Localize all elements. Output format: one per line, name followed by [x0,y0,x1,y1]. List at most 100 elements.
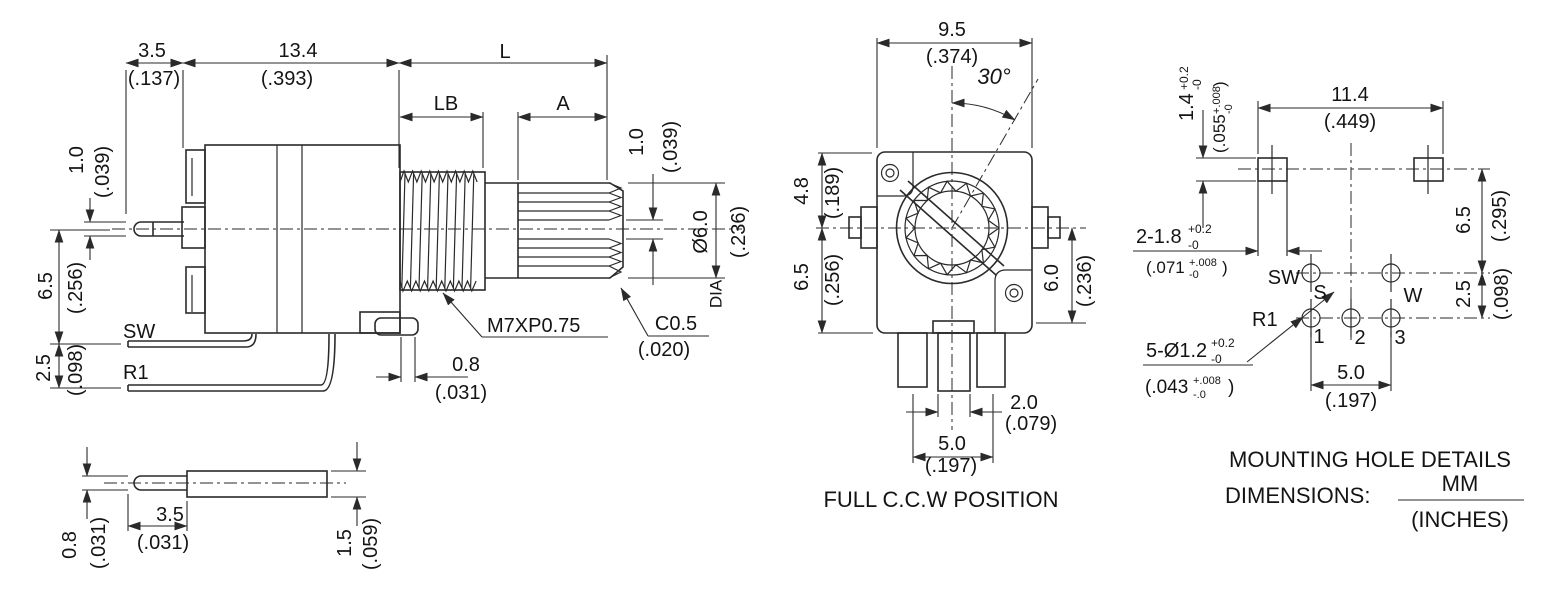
rear-tab-top [185,149,206,204]
unit-mm: MM [1442,471,1479,496]
leg-center [937,332,971,392]
label-sw-lead: SW [123,321,155,343]
dim-text-1-4: 1.4 [1176,93,1198,121]
dim-text-3-5-in: (.137) [128,68,180,90]
shaft-knurl-lines [518,182,623,279]
holes-spec-leader-2 [1302,291,1335,318]
terminal-thick-section [186,470,328,498]
label-hole-s: S [1313,282,1326,304]
front-view-caption: FULL C.C.W POSITION [823,487,1058,512]
dim-text-9-5-in: (.374) [926,46,978,68]
holes-spec-group: 5-Ø1.2 +0.2 -0 (.043 +.008 -.0 ) [1145,336,1235,401]
body-seam-lines [276,145,303,333]
dim-text-knurl-1-0-in: (.039) [660,121,682,173]
dim-text-6-5-in: (.256) [65,262,87,314]
holes-spec-in-minus: -.0 [1193,389,1206,401]
dim-text-LB: LB [434,93,458,115]
holes-spec-in: (.043 [1145,377,1188,398]
dim-text-6-0-in: (.236) [1074,255,1096,307]
dim-text-A: A [556,93,570,115]
dim-text-13-4: 13.4 [279,40,318,62]
dim-text-2-5: 2.5 [33,354,55,382]
dim-text-L: L [499,41,510,63]
dim-text-1-4-group: 1.4 +0.2 -0 [1176,66,1204,121]
dim-text-m-6-5: 6.5 [1453,206,1475,234]
chamfer-text-in: (.020) [638,339,690,361]
side-view: 3.5 (.137) 13.4 (.393) L LB A 1.0 (.039)… [33,40,750,404]
bushing-threads [399,169,478,293]
dim-text-sq-in-plus: +.008 [1189,257,1217,269]
dim-text-2-0: 2.0 [1010,392,1038,414]
dim-text-m-2-5-in: (.098) [1491,268,1513,320]
holes-spec-plus: +0.2 [1211,336,1235,350]
mounting-title: MOUNTING HOLE DETAILS [1229,447,1511,472]
dim-text-knurl-1-0: 1.0 [626,128,648,156]
r1-lead-wire [127,333,336,392]
dim-text-1-4-plus: +0.2 [1177,66,1191,90]
dim-text-sq-in-close: ) [1222,258,1228,277]
front-extension-lines [818,38,1086,463]
dim-text-1-4-minus: -0 [1190,79,1204,90]
dim-text-shaft-dia: Ø6.0 [690,210,712,253]
chamfer-text: C0.5 [655,313,697,335]
dim-text-3-5: 3.5 [138,40,166,62]
dim-text-11-4: 11.4 [1331,84,1368,106]
label-pin-3: 3 [1394,327,1405,349]
dim-text-t-0-8-in: (.031) [88,517,110,569]
dim-text-6-5: 6.5 [35,272,57,300]
screw-hole-top-left [880,163,900,183]
dim-text-1-4-in-close: ) [1210,81,1229,87]
holes-spec-minus: -0 [1211,352,1222,366]
thread-spec-text: M7XP0.75 [487,315,580,337]
sw-lead-wire [127,333,257,348]
threaded-bushing-outline [399,171,486,291]
dim-text-4-8: 4.8 [791,177,813,205]
front-body-outline [876,151,1033,334]
dim-text-30deg: 30° [977,64,1010,89]
dim-text-f-6-5-in: (.256) [822,254,844,306]
label-hole-r1: R1 [1252,309,1278,331]
dim-text-13-4-in: (.393) [261,68,313,90]
dim-text-6-0: 6.0 [1041,264,1063,292]
dim-text-0-8-in: (.031) [435,382,487,404]
screw-hole-bottom-right [1004,283,1024,303]
dim-text-pin-1-0: 1.0 [66,146,88,174]
mount-centerlines [1238,143,1490,340]
label-pin-1: 1 [1313,326,1324,348]
leg-right [976,332,1006,388]
label-hole-sw: SW [1268,267,1300,289]
dim-text-pin-1-0-in: (.039) [92,146,114,198]
dim-text-t-3-5-in: (.031) [137,532,189,554]
label-hole-w: W [1404,285,1423,307]
dial-slot-lines [899,180,1005,276]
dim-text-sq: 2-1.8 [1136,226,1182,248]
mounting-foot [374,317,419,336]
dim-text-2-0-in: (.079) [1005,413,1057,435]
mounting-view: 11.4 (.449) 1.4 +0.2 -0 (.055 +.008 -0 )… [1133,66,1524,532]
dim-text-1-4-in-minus: -0 [1223,104,1235,114]
mount-slot-axis-lines [1257,145,1429,256]
terminal-extension-lines [82,470,366,531]
front-centerlines [816,66,1086,430]
dim-text-t-1-5: 1.5 [334,529,356,557]
dim-text-t-1-5-in: (.059) [360,518,382,570]
dim-text-f-6-5: 6.5 [791,263,813,291]
dim-text-t-0-8: 0.8 [59,531,81,559]
dim-text-shaft-dia-in: (.236) [728,206,750,258]
dim-text-m-5-0-in: (.197) [1325,390,1377,412]
front-view: 9.5 (.374) 30° 4.8 (.189) 6.5 (.256) 6.0… [791,19,1096,512]
chamfer-leader [620,287,649,337]
holes-spec-in-close: ) [1228,377,1234,398]
leg-left [897,332,928,388]
dim-text-1-4-in: (.055 [1210,114,1229,153]
rear-tab-bottom [185,266,206,314]
dim-text-2-5-in: (.098) [65,344,87,396]
dim-text-m-5-0: 5.0 [1337,362,1365,384]
dim-text-0-8: 0.8 [452,354,480,376]
front-bracket-step [359,311,401,334]
dim-text-sq-in-minus: -0 [1189,269,1199,281]
dim-text-9-5: 9.5 [938,19,966,41]
holes-spec-leader [1246,316,1304,363]
dim-text-sq-group: 2-1.8 +0.2 -0 (.071 +.008 -0 ) [1136,222,1228,281]
